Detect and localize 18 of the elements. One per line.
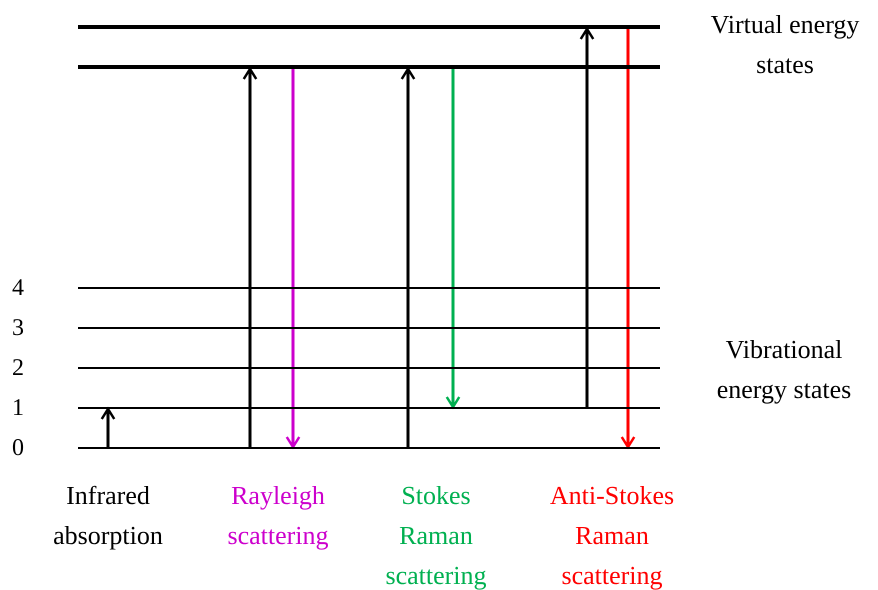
level-number: 3: [12, 314, 24, 342]
arrow: [100, 408, 116, 447]
arrow: [286, 69, 300, 448]
process-label: Anti-Stokes Raman scattering: [548, 480, 676, 590]
arrow: [580, 28, 594, 407]
arrow: [242, 68, 258, 447]
level-number: 4: [12, 274, 24, 302]
arrow: [400, 68, 416, 447]
arrow: [446, 69, 460, 408]
state-label: Vibrational energy states: [716, 334, 852, 406]
process-label: Stokes Raman scattering: [384, 480, 488, 590]
arrow: [620, 29, 636, 448]
level-number: 2: [12, 354, 24, 382]
process-label: Infrared absorption: [52, 480, 164, 552]
process-label: Rayleigh scattering: [226, 480, 330, 552]
level-number: 0: [12, 434, 24, 462]
level-number: 1: [12, 394, 24, 422]
state-label: Virtual energy states: [710, 9, 860, 81]
